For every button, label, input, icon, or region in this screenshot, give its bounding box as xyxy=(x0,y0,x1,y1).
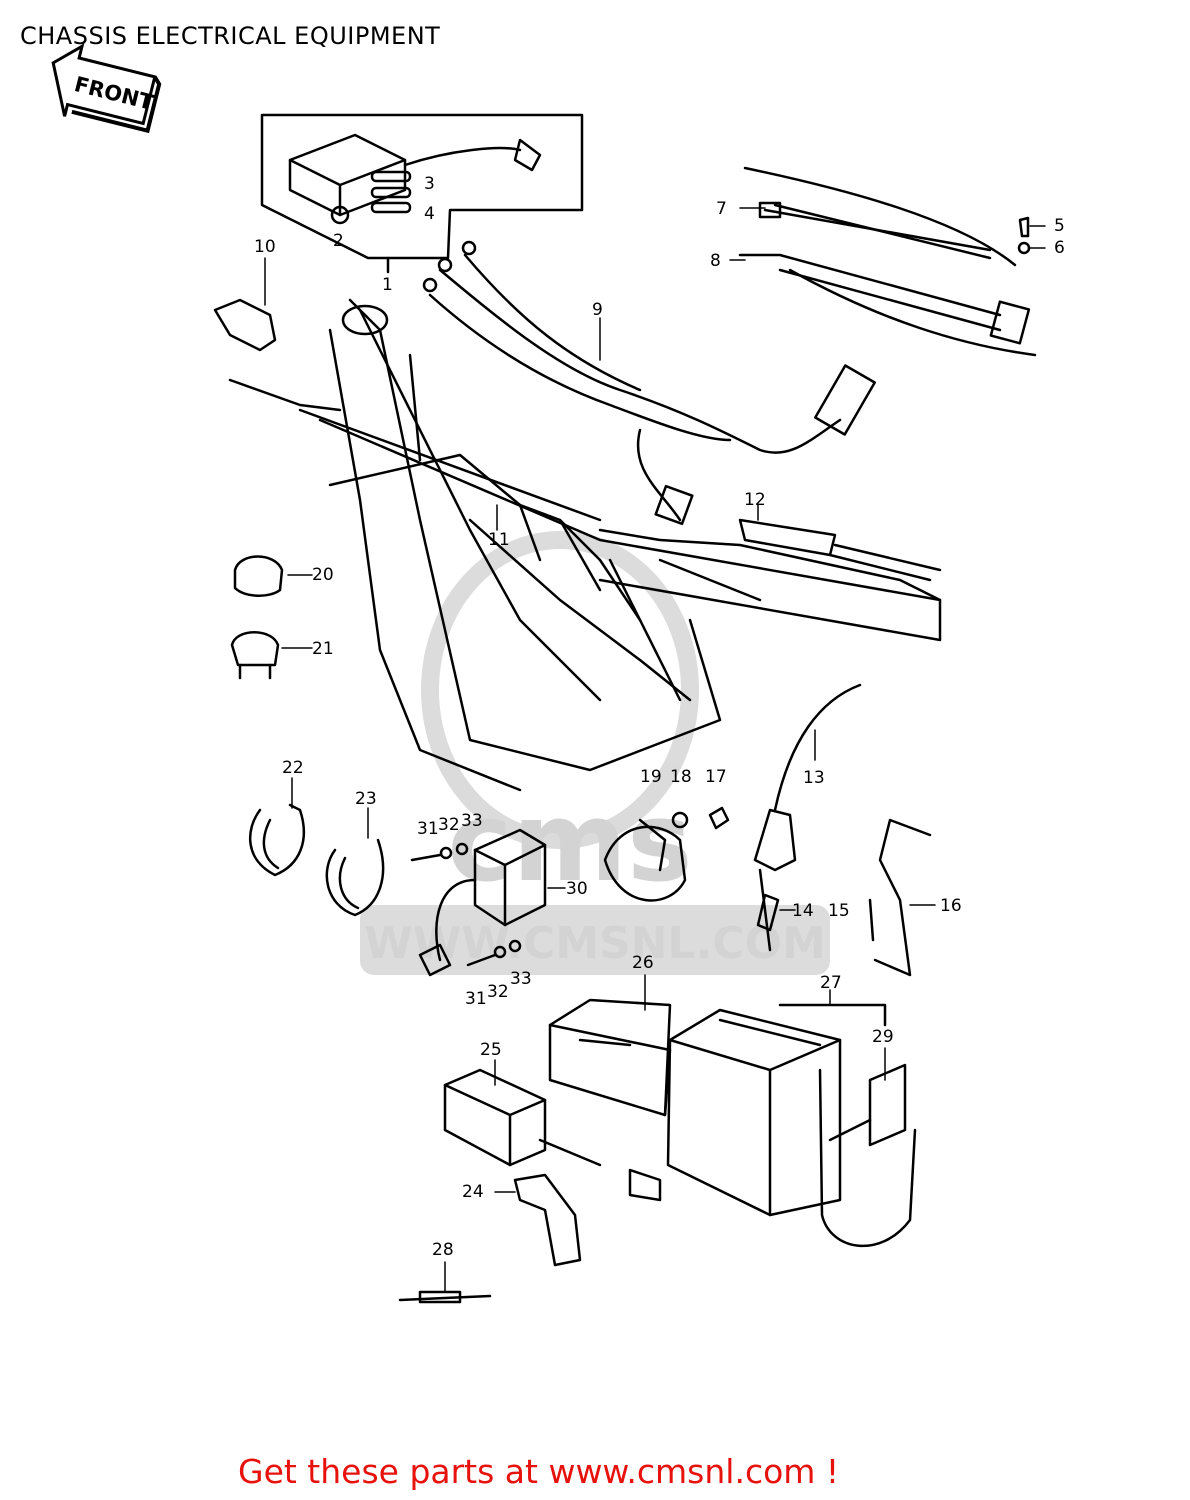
cable-8 xyxy=(738,253,1002,317)
callout-11: 11 xyxy=(488,530,510,550)
callout-14: 14 xyxy=(792,901,814,921)
part-25 xyxy=(443,1068,547,1167)
wire-13 xyxy=(773,683,862,812)
callout-12: 12 xyxy=(744,490,766,510)
callout-31-bottom: 31 xyxy=(465,989,487,1009)
callout-20: 20 xyxy=(312,565,334,585)
callout-5: 5 xyxy=(1054,216,1065,236)
callout-33-bottom: 33 xyxy=(510,969,532,989)
part-22 xyxy=(248,803,305,877)
callout-9: 9 xyxy=(592,300,603,320)
part-10 xyxy=(213,298,277,352)
callout-19: 19 xyxy=(640,767,662,787)
callout-31-top: 31 xyxy=(417,819,439,839)
watermark: cms WWW.CMSNL.COM xyxy=(360,531,830,975)
part-19 xyxy=(603,825,687,902)
callout-30: 30 xyxy=(566,879,588,899)
callout-8: 8 xyxy=(710,251,721,271)
part-12 xyxy=(738,518,837,557)
part-20 xyxy=(233,555,284,597)
part-23 xyxy=(325,838,385,917)
part-16 xyxy=(873,818,932,977)
part-21 xyxy=(230,631,280,667)
cable-7 xyxy=(743,166,1017,267)
callout-29: 29 xyxy=(872,1027,894,1047)
part-24 xyxy=(513,1173,582,1267)
callouts: 1 2 3 4 5 6 7 8 9 10 11 12 13 14 15 16 1… xyxy=(254,174,1065,1260)
front-arrow: FRONT xyxy=(51,43,162,134)
regulator-kit-outline xyxy=(260,113,584,260)
callout-17: 17 xyxy=(705,767,727,787)
parts-diagram: cms WWW.CMSNL.COM FRONT xyxy=(51,43,1065,1304)
part-29 xyxy=(868,1063,907,1147)
harness-9 xyxy=(438,268,842,454)
part-26 xyxy=(548,998,672,1117)
callout-27: 27 xyxy=(820,973,842,993)
watermark-text: WWW.CMSNL.COM xyxy=(364,918,826,969)
callout-26: 26 xyxy=(632,953,654,973)
callout-3: 3 xyxy=(424,174,435,194)
part-14 xyxy=(758,868,772,952)
callout-32-top: 32 xyxy=(438,815,460,835)
part-27 xyxy=(666,1008,842,1217)
callout-21: 21 xyxy=(312,639,334,659)
callout-16: 16 xyxy=(940,896,962,916)
part-30 xyxy=(473,828,547,927)
callout-32-bottom: 32 xyxy=(487,982,509,1002)
callout-10: 10 xyxy=(254,237,276,257)
callout-2: 2 xyxy=(333,231,344,251)
svg-text:cms: cms xyxy=(447,778,692,906)
part-28 xyxy=(398,1294,492,1302)
callout-33-top: 33 xyxy=(461,811,483,831)
frame xyxy=(298,298,942,792)
callout-4: 4 xyxy=(424,204,435,224)
callout-18: 18 xyxy=(670,767,692,787)
callout-23: 23 xyxy=(355,789,377,809)
callout-28: 28 xyxy=(432,1240,454,1260)
page-title: CHASSIS ELECTRICAL EQUIPMENT xyxy=(20,22,441,50)
footer-link-text[interactable]: Get these parts at www.cmsnl.com ! xyxy=(238,1452,840,1491)
regulator xyxy=(288,133,542,217)
callout-6: 6 xyxy=(1054,238,1065,258)
callout-25: 25 xyxy=(480,1040,502,1060)
callout-7: 7 xyxy=(716,199,727,219)
part-15 xyxy=(868,898,875,942)
callout-1: 1 xyxy=(382,275,393,295)
callout-13: 13 xyxy=(803,768,825,788)
callout-22: 22 xyxy=(282,758,304,778)
callout-15: 15 xyxy=(828,901,850,921)
callout-24: 24 xyxy=(462,1182,484,1202)
